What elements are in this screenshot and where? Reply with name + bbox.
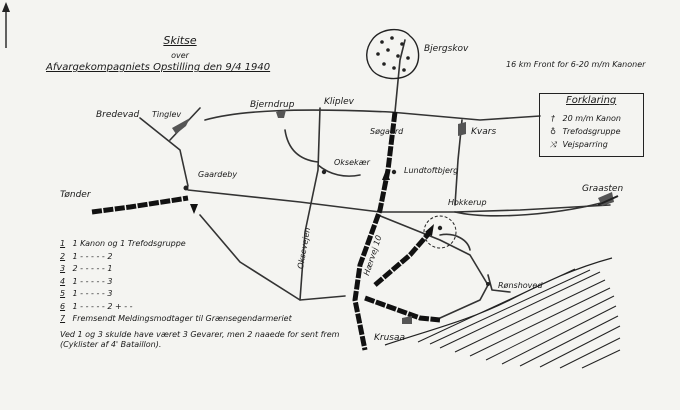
label-bjergskov: Bjergskov [424,44,469,54]
label-hokkerup: Hokkerup [448,198,487,207]
key-row: 4 1 - - - - - 3 [60,276,113,286]
town-tinglev [172,118,190,134]
key-row: 2 1 - - - - - 2 [60,251,113,261]
label-roenshoved: Rønshoved [498,281,543,290]
road-graasten [454,199,613,217]
map-heading: Afvargekompagniets Opstilling den 9/4 19… [46,62,271,73]
footnote: Ved 1 og 3 skulde have været 3 Gevarer, … [60,330,340,349]
label-kvars: Kvars [471,127,497,137]
key-row: 5 1 - - - - - 3 [60,289,113,298]
positions [183,169,490,286]
forest-bjergskov [366,29,420,80]
road-kliplev-down [299,107,321,301]
position-key: 1 1 Kanon og 1 Trefodsgruppe 2 1 - - - -… [60,238,292,326]
road-north-bjergskov [394,39,406,113]
legend-title: Forklaring [566,95,617,106]
coast-line [384,257,613,346]
legend-item-roadblock: ⤨ Vejsparring [546,140,608,150]
label-kliplev: Kliplev [324,97,354,107]
road-diag-south [199,214,346,301]
road-west-top [204,109,541,121]
cannon-icon: † [551,114,555,123]
town-krusaa [402,316,412,324]
label-bjerndrup: Bjerndrup [250,100,295,110]
heavy-route-east [373,230,432,287]
heavy-route-krusaa [364,295,441,323]
arrow-graasten [597,195,619,206]
key-row: 3 2 - - - - - 1 [60,264,113,273]
road-gaardeby-east [187,189,611,213]
map-subtitle: over [171,51,189,60]
label-bredevad: Bredevad [96,110,140,120]
label-gaardeby: Gaardeby [198,170,238,179]
key-row: 6 1 - - - - - 2 + - - [60,301,133,311]
label-tinglev: Tinglev [152,110,182,119]
label-krusaa: Krusaa [374,333,406,343]
roadblock-icon: ⤨ [549,140,557,149]
label-soegaard: Søgaard [370,127,404,136]
town-kvars [458,122,466,136]
legend-item-cannon: † 20 m/m Kanon [546,114,621,123]
tripod-group-icon: ♁ [550,127,556,136]
label-oksekaer: Oksekær [334,158,370,167]
road-mid-loop [284,129,319,163]
road-roenshoved [487,274,511,293]
key-row: 1 1 Kanon og 1 Trefodsgruppe [60,239,186,248]
heavy-route-haervej [352,111,398,351]
road-tinglev [139,117,189,187]
arrows [190,170,434,236]
road-oksekaer-loop [317,164,361,177]
ring-hokkerup [423,215,457,249]
legend: Forklaring † 20 m/m Kanon ♁ Trefodsgrupp… [539,93,644,157]
map-title: Skitse [163,34,197,47]
road-hokkerup [439,233,471,251]
water-hatching [417,268,621,369]
heavy-route-toender [91,195,189,215]
label-lundtoftbjerg: Lundtoftbjerg [404,166,459,175]
legend-item-tripod: ♁ Trefodsgruppe [546,127,620,136]
label-toender: Tønder [60,190,91,200]
label-graasten: Graasten [582,184,624,194]
north-arrow [2,2,10,48]
key-row: 7 Fremsendt Meldingsmodtager til Grænseg… [60,314,292,323]
front-note: 16 km Front for 6-20 m/m Kanoner [506,60,646,69]
town-bjerndrup [276,110,286,118]
